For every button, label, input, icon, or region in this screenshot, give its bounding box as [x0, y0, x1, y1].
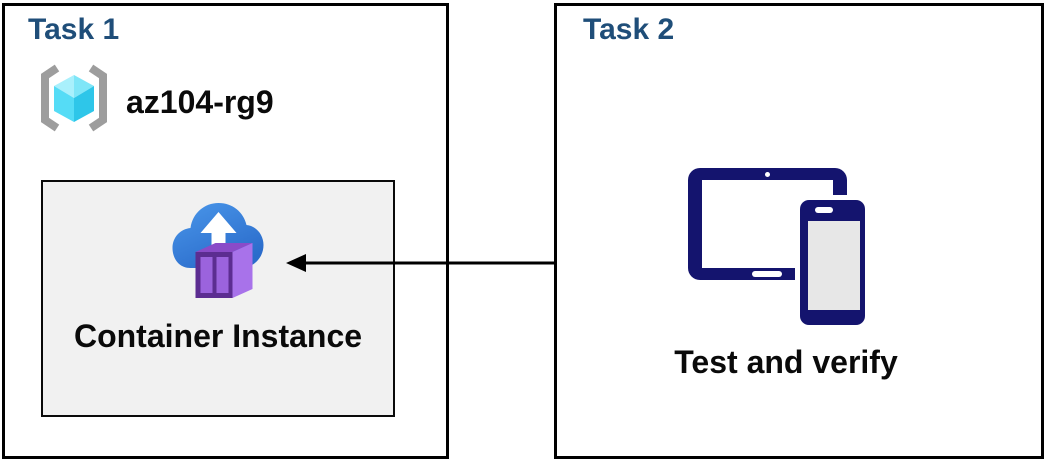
- container-side-face: [232, 243, 253, 298]
- arrowhead-left: [286, 254, 306, 272]
- task2-title: Task 2: [583, 13, 675, 46]
- phone-speaker: [815, 207, 833, 213]
- upload-arrow-icon: [200, 212, 237, 256]
- left-bracket-shape: [41, 64, 60, 132]
- cube-right-face: [74, 86, 94, 122]
- cube-top-left-face: [54, 75, 74, 98]
- cube-top-right-face: [74, 75, 94, 98]
- tablet-home-button: [752, 271, 782, 277]
- container-front-slat-1: [200, 257, 213, 293]
- right-bracket-shape: [88, 64, 107, 132]
- task1-title: Task 1: [28, 13, 120, 46]
- cube-left-face: [54, 86, 74, 122]
- container-front-slat-2: [216, 257, 229, 293]
- task2-box: Task 2 Test and verify: [554, 3, 1044, 459]
- resource-group-name: az104-rg9: [126, 84, 274, 120]
- phone-icon: [800, 200, 865, 325]
- test-and-verify-label: Test and verify: [674, 344, 898, 380]
- tablet-camera-dot: [765, 172, 770, 177]
- container-instance-panel: Container Instance: [41, 180, 395, 417]
- resource-group-icon: [41, 64, 107, 132]
- container-instance-icon: [172, 203, 264, 298]
- task1-box: Task 1 az104-rg9: [2, 3, 449, 459]
- phone-screen: [808, 221, 860, 310]
- container-instance-label: Container Instance: [73, 318, 363, 354]
- container-top-face: [195, 243, 253, 252]
